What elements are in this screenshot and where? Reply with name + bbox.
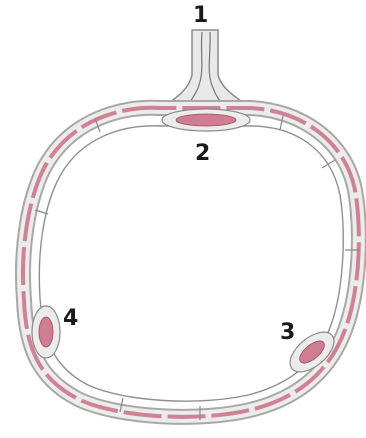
- cell-body-4: [32, 306, 60, 358]
- label-1: 1: [193, 5, 208, 27]
- label-4: 4: [63, 308, 78, 330]
- label-2: 2: [195, 143, 210, 165]
- label-3: 3: [280, 322, 295, 344]
- cell-body-2: [162, 109, 250, 131]
- pedicle: [162, 30, 250, 108]
